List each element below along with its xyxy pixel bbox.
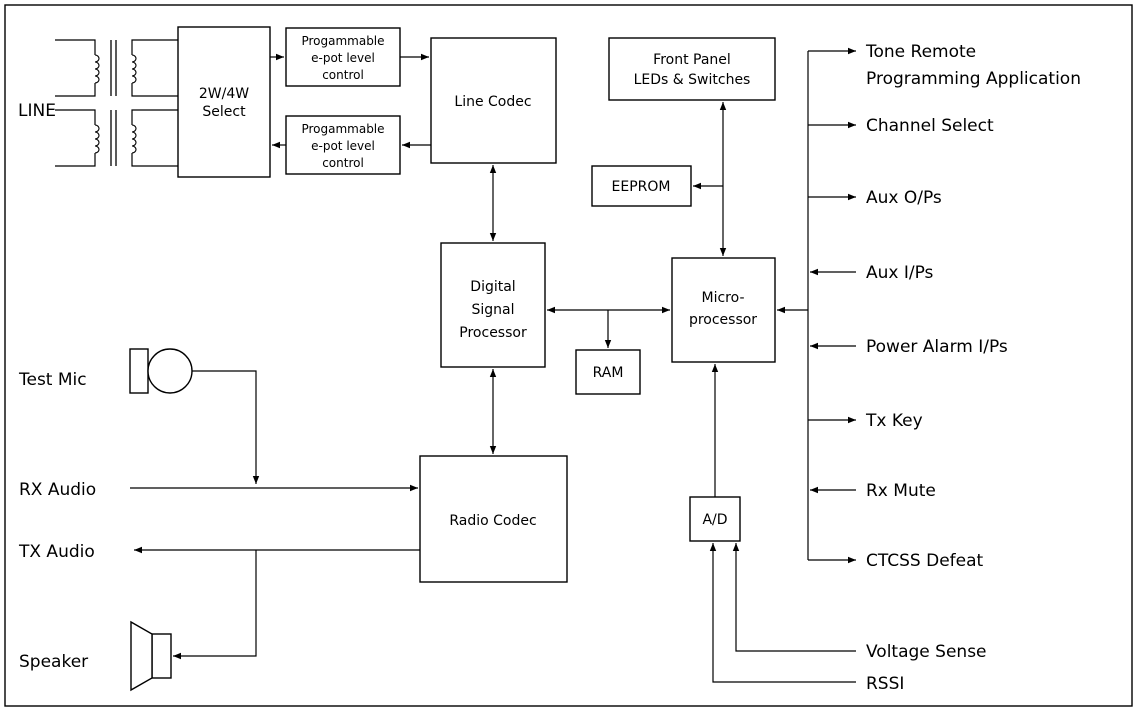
svg-text:Radio Codec: Radio Codec bbox=[449, 513, 536, 529]
io-bus-arrows bbox=[808, 47, 856, 564]
bus-label-rx-mute: Rx Mute bbox=[866, 481, 936, 501]
voltage-sense-to-ad-arrow bbox=[732, 543, 856, 652]
line-codec-block: Line Codec bbox=[430, 37, 557, 164]
bus-label-channel-select: Channel Select bbox=[866, 116, 994, 136]
eeprom-block: EEPROM bbox=[591, 165, 692, 207]
bus-label-aux-ips: Aux I/Ps bbox=[866, 263, 934, 283]
select-line-1: 2W/4W bbox=[199, 86, 249, 102]
test-mic-label: Test Mic bbox=[18, 370, 87, 390]
diagram-border bbox=[4, 4, 1133, 707]
select-line-2: Select bbox=[202, 104, 246, 120]
test-mic-wire-arrow bbox=[192, 370, 260, 484]
select-block: 2W/4W Select bbox=[177, 26, 271, 178]
microprocessor-block: Micro-processor bbox=[671, 257, 776, 363]
speaker-icon bbox=[130, 620, 172, 692]
bus-label-aux-ops: Aux O/Ps bbox=[866, 188, 942, 208]
bus-label-tx-key: Tx Key bbox=[865, 411, 923, 431]
voltage-sense-label: Voltage Sense bbox=[866, 642, 987, 662]
rx-audio-label: RX Audio bbox=[19, 480, 96, 500]
bus-label-power-alarm: Power Alarm I/Ps bbox=[866, 337, 1008, 357]
speaker-label: Speaker bbox=[19, 652, 88, 672]
svg-text:RAM: RAM bbox=[593, 365, 624, 381]
bus-label-tone-remote-1: Tone Remote bbox=[865, 42, 976, 62]
ram-block: RAM bbox=[575, 349, 641, 395]
line-label: LINE bbox=[18, 101, 56, 121]
svg-text:EEPROM: EEPROM bbox=[612, 179, 671, 195]
svg-text:Micro-processor: Micro-processor bbox=[689, 290, 757, 328]
ad-block: A/D bbox=[689, 496, 741, 542]
radio-codec-block: Radio Codec bbox=[419, 455, 568, 583]
speaker-wire-arrow bbox=[173, 550, 257, 660]
tx-audio-label: TX Audio bbox=[18, 542, 95, 562]
rssi-label: RSSI bbox=[866, 674, 904, 694]
transformer-bottom-icon bbox=[55, 109, 178, 167]
test-mic-icon bbox=[129, 348, 193, 394]
rssi-to-ad-arrow bbox=[709, 543, 856, 683]
bus-label-ctcss: CTCSS Defeat bbox=[866, 551, 984, 571]
svg-text:A/D: A/D bbox=[702, 512, 727, 528]
transformer-top-icon bbox=[55, 39, 178, 97]
svg-text:Line Codec: Line Codec bbox=[454, 94, 531, 110]
bus-label-tone-remote-2: Programming Application bbox=[866, 69, 1081, 89]
